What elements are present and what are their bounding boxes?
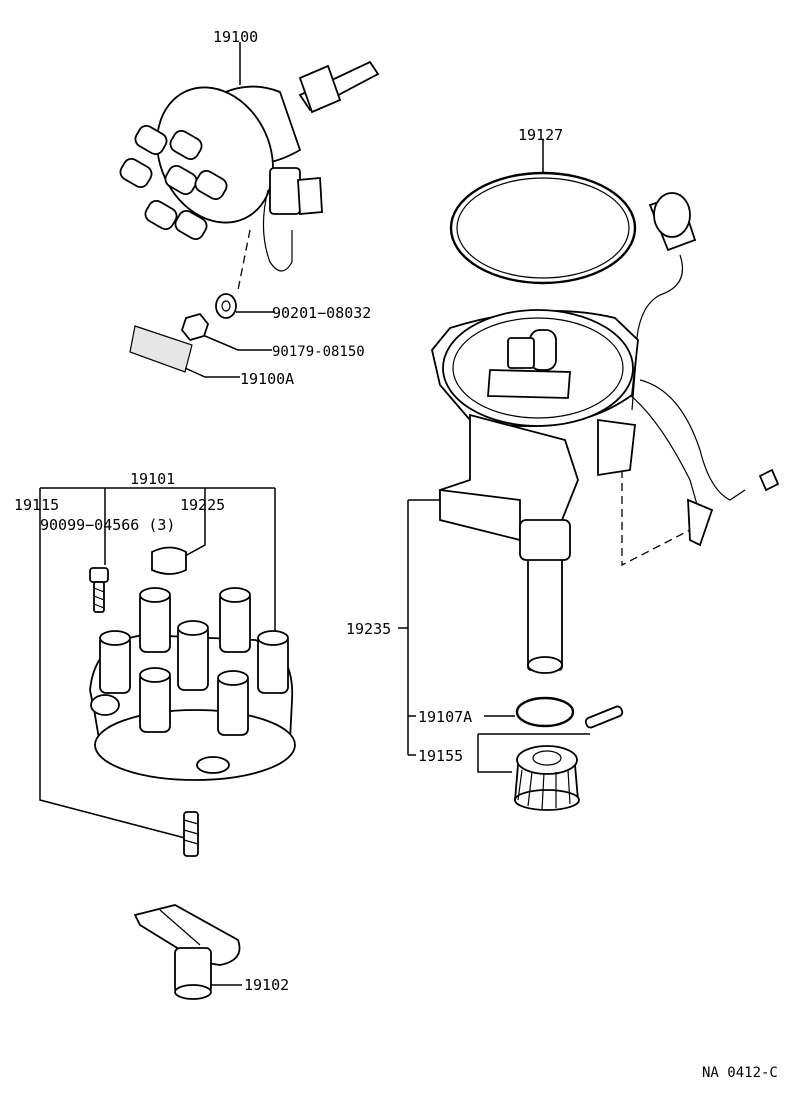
gear-19155 [514,745,580,811]
label-19127: 19127 [518,126,563,144]
label-90201-08032: 90201−08032 [272,304,371,322]
label-19115: 19115 [14,496,59,514]
o-ring-19127 [449,171,637,285]
rotor-19102 [133,904,241,1000]
label-19101: 19101 [130,470,175,488]
label-19102: 19102 [244,976,289,994]
washer-90201 [215,293,237,319]
diagram-code: NA 0412-C [702,1065,778,1081]
label-plate-19100A [129,325,193,373]
spring-contact-19115 [183,811,199,857]
label-19155: 19155 [418,747,463,765]
nut-90179 [180,312,210,342]
label-19225: 19225 [180,496,225,514]
label-19107A: 19107A [418,708,472,726]
distributor-assembly-19100 [119,60,380,291]
washer-19107A [515,696,575,728]
screw-90099 [89,567,109,613]
distributor-cap [89,587,296,781]
label-19100: 19100 [213,28,258,46]
pin [584,705,624,729]
distributor-housing-19235 [431,192,780,674]
carbon-piece-19225 [151,546,187,575]
label-19235: 19235 [346,620,391,638]
label-19100A: 19100A [240,370,294,388]
label-90179-08150: 90179-08150 [272,344,365,360]
label-90099-04566: 90099−04566 (3) [40,516,175,534]
